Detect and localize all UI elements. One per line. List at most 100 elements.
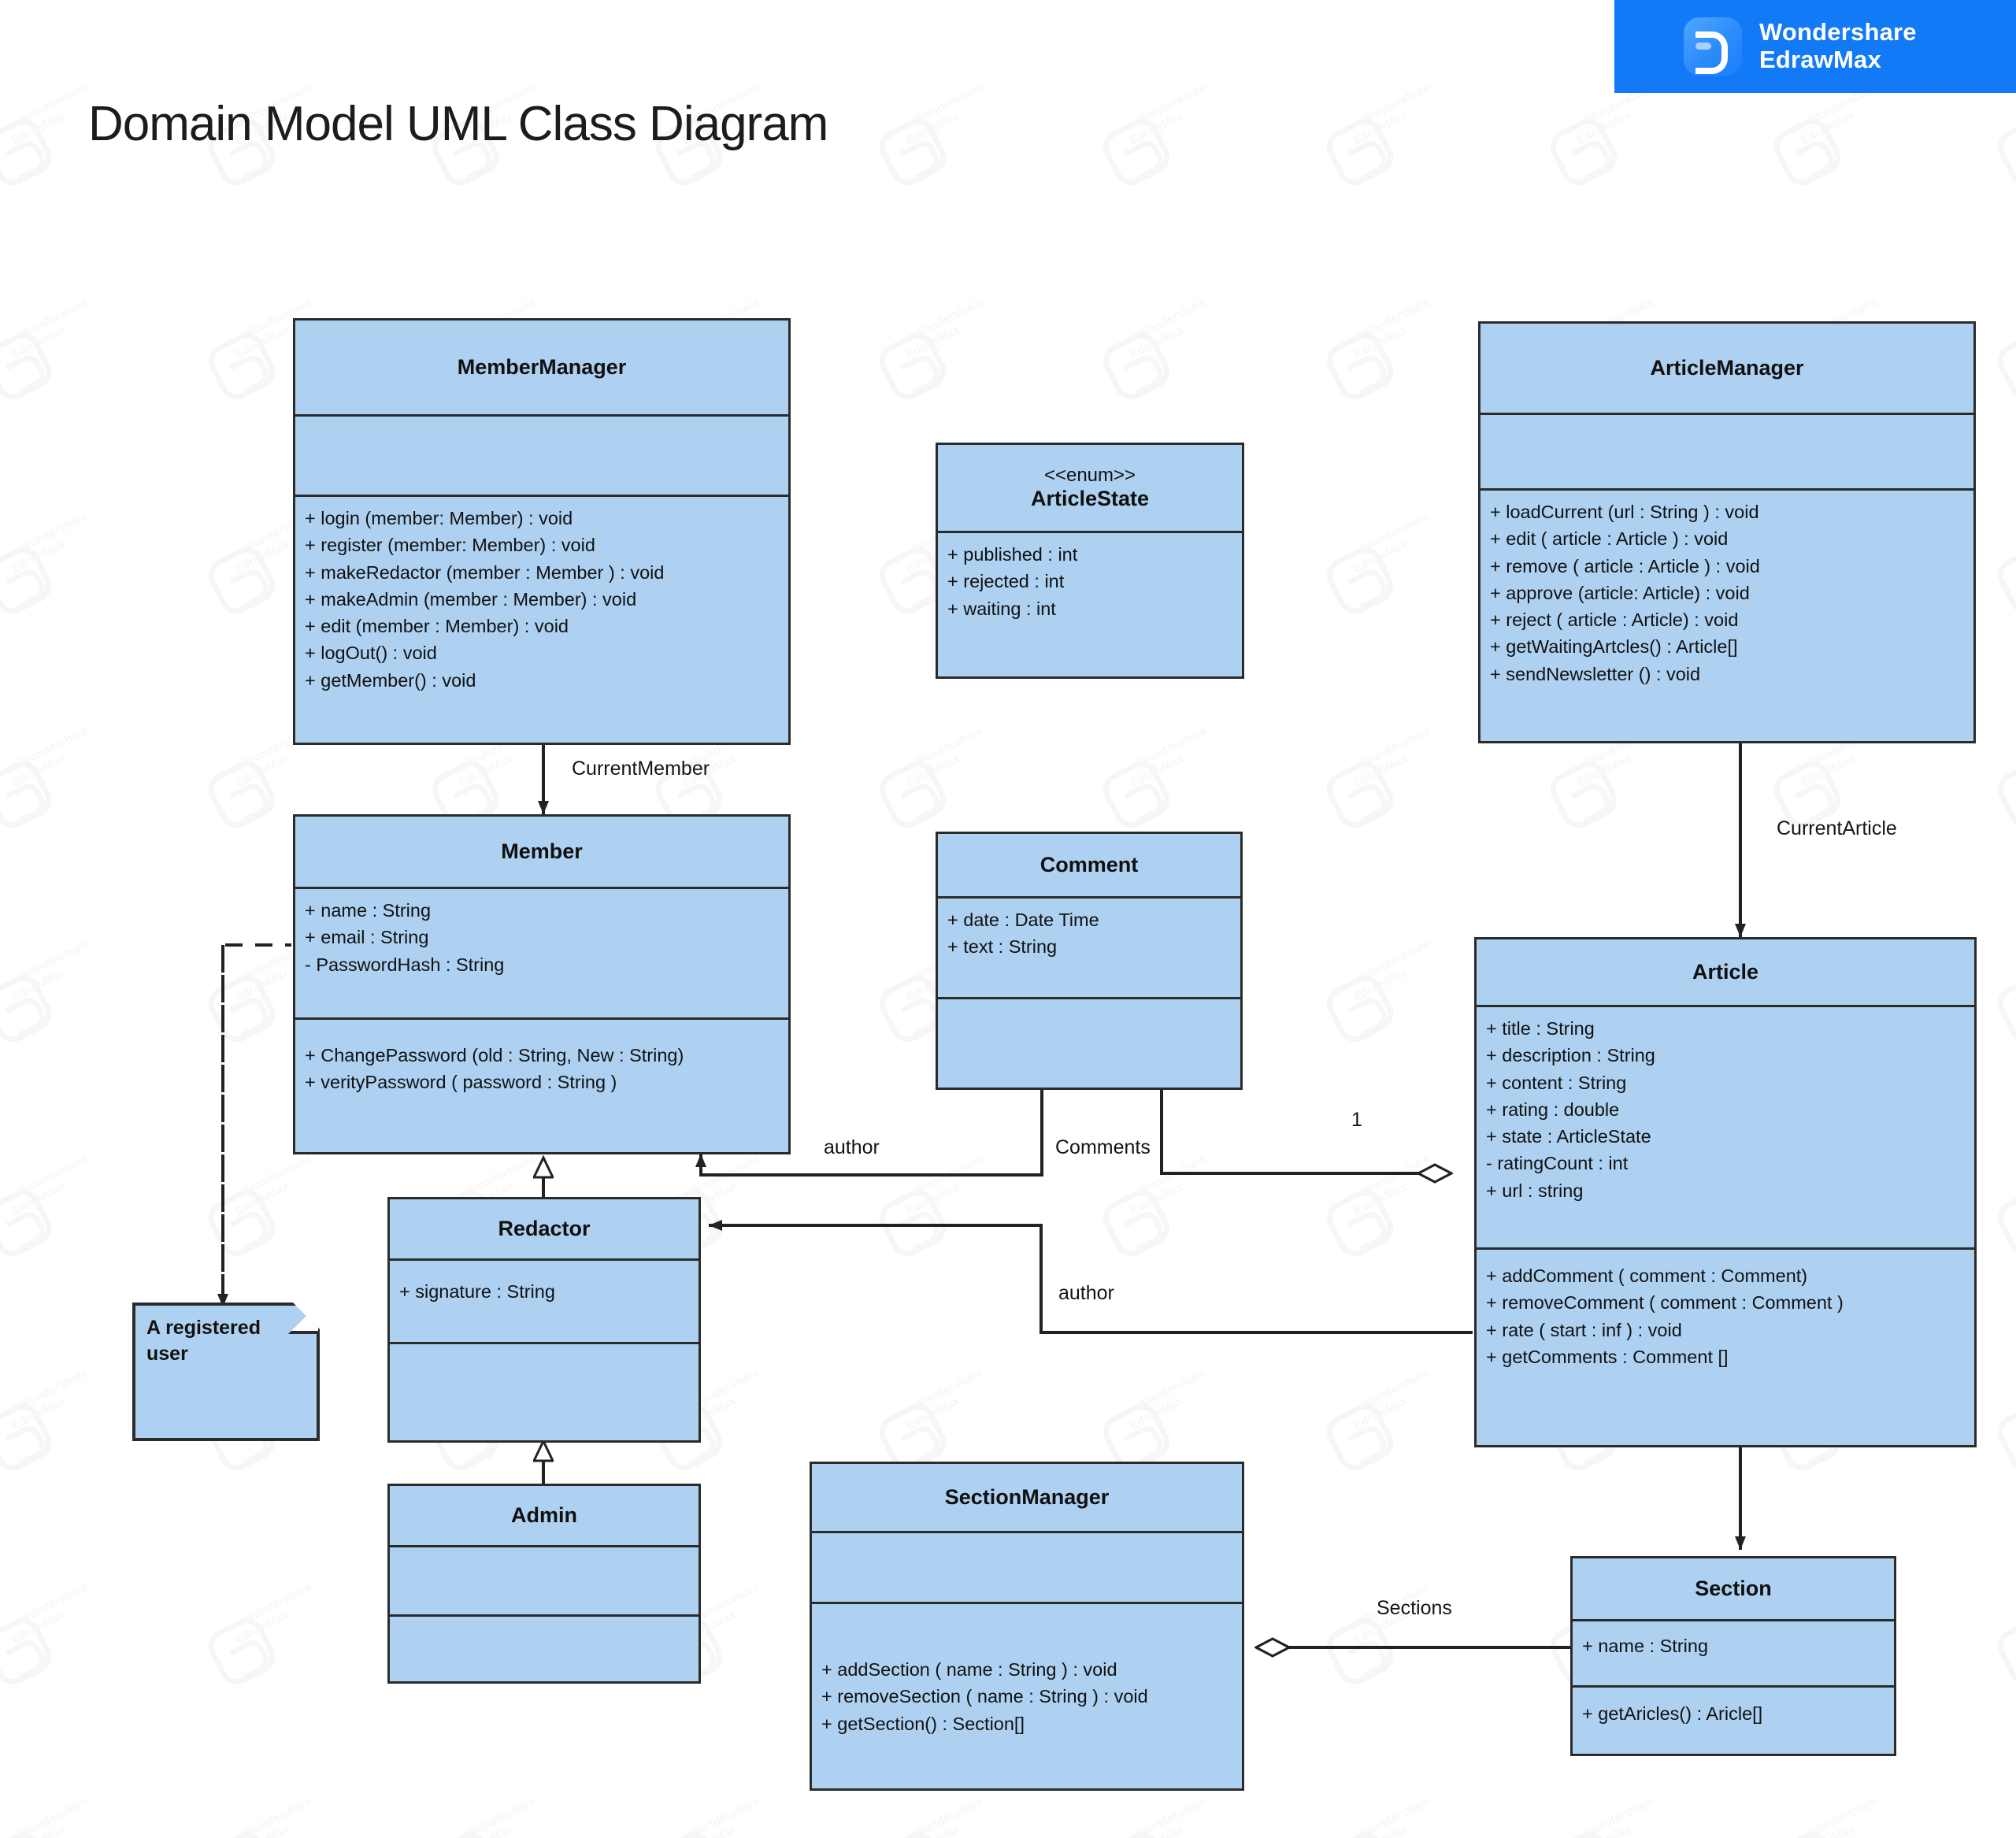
class-box-admin[interactable]: Admin bbox=[387, 1484, 701, 1684]
watermark-line-2: EdrawMax bbox=[1351, 1180, 1410, 1219]
class-attributes-member-manager bbox=[295, 417, 788, 497]
watermark-line-1: Wondershare bbox=[465, 1151, 538, 1199]
class-box-article-manager[interactable]: ArticleManager + loadCurrent (url : Stri… bbox=[1478, 321, 1976, 743]
watermark-line-2: EdrawMax bbox=[1351, 109, 1410, 148]
watermark-line-1: Wondershare bbox=[17, 1794, 91, 1838]
watermark-line-2: EdrawMax bbox=[1128, 1822, 1186, 1838]
operation-item: + edit (member : Member) : void bbox=[305, 616, 569, 637]
watermark-line-1: Wondershare bbox=[688, 1794, 762, 1838]
watermark-line-1: Wondershare bbox=[1359, 295, 1432, 342]
watermark-line-2: EdrawMax bbox=[233, 323, 291, 362]
attribute-item: - ratingCount : int bbox=[1486, 1153, 1629, 1174]
class-title-article-state: <<enum>> ArticleState bbox=[938, 445, 1242, 533]
class-box-article-state[interactable]: <<enum>> ArticleState + published : int … bbox=[936, 443, 1244, 679]
watermark-logo-icon bbox=[650, 1826, 728, 1838]
edge-label-comments: Comments bbox=[1055, 1136, 1151, 1158]
watermark-logo-icon bbox=[1321, 113, 1399, 191]
class-attributes-member: + name : String + email : String - Passw… bbox=[295, 889, 788, 1020]
class-operations-article: + addComment ( comment : Comment) + remo… bbox=[1477, 1250, 1974, 1445]
edrawmax-logo-icon bbox=[1684, 17, 1742, 76]
attribute-item: - PasswordHash : String bbox=[305, 954, 505, 975]
watermark-line-1: Wondershare bbox=[1583, 1794, 1656, 1838]
watermark-line-2: EdrawMax bbox=[233, 1608, 291, 1647]
attribute-item: + waiting : int bbox=[947, 598, 1056, 619]
watermark-logo-icon bbox=[1321, 755, 1399, 834]
watermark-line-2: EdrawMax bbox=[1351, 965, 1410, 1005]
class-box-comment[interactable]: Comment + date : Date Time + text : Stri… bbox=[936, 832, 1243, 1090]
watermark-logo-icon bbox=[0, 541, 57, 620]
note-registered-user[interactable]: A registered user bbox=[132, 1303, 320, 1441]
class-box-member-manager[interactable]: MemberManager + login (member: Member) :… bbox=[293, 318, 791, 745]
class-name-label: Comment bbox=[1040, 853, 1139, 876]
watermark-logo-icon bbox=[1768, 113, 1847, 191]
operation-item: + addSection ( name : String ) : void bbox=[821, 1659, 1117, 1680]
edge-label-author-member: author bbox=[824, 1136, 880, 1158]
operation-item: + removeSection ( name : String ) : void bbox=[821, 1686, 1148, 1707]
class-title-redactor: Redactor bbox=[390, 1199, 699, 1261]
watermark-logo-icon bbox=[873, 113, 952, 191]
class-title-section: Section bbox=[1573, 1558, 1894, 1621]
watermark-line-2: EdrawMax bbox=[233, 965, 291, 1005]
watermark-line-2: EdrawMax bbox=[9, 1822, 68, 1838]
class-box-member[interactable]: Member + name : String + email : String … bbox=[293, 814, 791, 1154]
attribute-item: + text : String bbox=[947, 936, 1058, 958]
watermark-line-1: Wondershare bbox=[1136, 295, 1209, 342]
operation-item: + getComments : Comment [] bbox=[1486, 1346, 1729, 1367]
operation-item: + getWaitingArtcles() : Article[] bbox=[1490, 636, 1738, 658]
watermark-logo-icon bbox=[873, 755, 952, 834]
class-name-label: Section bbox=[1695, 1577, 1772, 1600]
watermark-line-2: EdrawMax bbox=[9, 109, 68, 148]
class-box-section-manager[interactable]: SectionManager + addSection ( name : Str… bbox=[810, 1462, 1244, 1791]
watermark-line-1: Wondershare bbox=[241, 1794, 314, 1838]
attribute-item: + rejected : int bbox=[947, 571, 1065, 592]
class-name-label: Admin bbox=[511, 1503, 577, 1527]
watermark-line-1: Wondershare bbox=[17, 509, 91, 556]
attribute-item: + state : ArticleState bbox=[1486, 1126, 1651, 1147]
operation-item: + edit ( article : Article ) : void bbox=[1490, 528, 1729, 550]
operation-item: + getSection() : Section[] bbox=[821, 1713, 1025, 1734]
note-text: A registered user bbox=[146, 1317, 261, 1365]
watermark-logo-icon bbox=[0, 327, 57, 406]
watermark-line-1: Wondershare bbox=[1359, 1366, 1432, 1413]
class-box-redactor[interactable]: Redactor + signature : String bbox=[387, 1197, 701, 1443]
watermark-line-2: EdrawMax bbox=[1575, 109, 1633, 148]
attribute-item: + email : String bbox=[305, 927, 429, 948]
watermark-logo-icon bbox=[1097, 755, 1176, 834]
attribute-list: + published : int + rejected : int + wai… bbox=[938, 533, 1242, 627]
class-title-article-manager: ArticleManager bbox=[1480, 324, 1973, 415]
watermark-line-1: Wondershare bbox=[1359, 1151, 1432, 1199]
watermark-line-2: EdrawMax bbox=[1351, 1394, 1410, 1433]
watermark-line-2: EdrawMax bbox=[1351, 751, 1410, 791]
watermark-line-2: EdrawMax bbox=[904, 1822, 962, 1838]
watermark-logo-icon bbox=[0, 113, 57, 191]
operation-item: + ChangePassword (old : String, New : St… bbox=[305, 1045, 684, 1065]
watermark-line-1: Wondershare bbox=[1136, 80, 1209, 128]
watermark-logo-icon bbox=[873, 327, 952, 406]
watermark-logo-icon bbox=[1097, 1826, 1176, 1838]
watermark-logo-icon bbox=[1321, 1612, 1399, 1691]
watermark-line-1: Wondershare bbox=[17, 295, 91, 342]
watermark-line-1: Wondershare bbox=[1359, 937, 1432, 984]
watermark-logo-icon bbox=[1992, 969, 2016, 1048]
class-operations-member-manager: + login (member: Member) : void + regist… bbox=[295, 497, 788, 744]
class-attributes-article: + title : String + description : String … bbox=[1477, 1007, 1974, 1250]
class-box-article[interactable]: Article + title : String + description :… bbox=[1474, 937, 1977, 1447]
edrawmax-brand-badge: Wondershare EdrawMax bbox=[1614, 0, 2016, 93]
class-title-member: Member bbox=[295, 817, 788, 889]
page-title: Domain Model UML Class Diagram bbox=[88, 97, 828, 151]
watermark-logo-icon bbox=[1321, 1184, 1399, 1262]
class-box-section[interactable]: Section + name : String + getAricles() :… bbox=[1570, 1556, 1896, 1756]
attribute-item: + name : String bbox=[305, 900, 432, 921]
